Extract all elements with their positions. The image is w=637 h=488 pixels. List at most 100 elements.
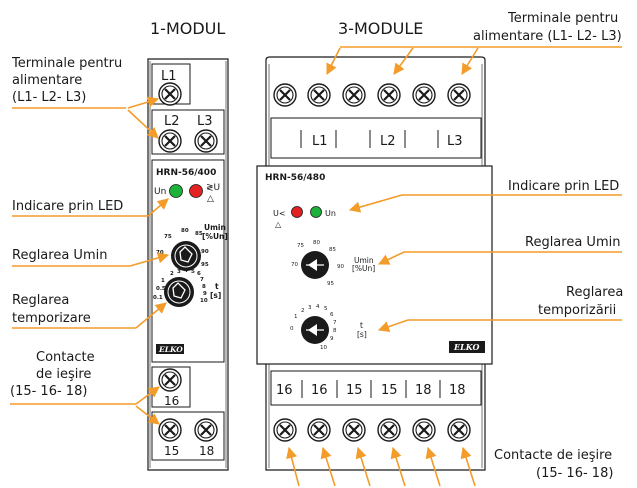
arrow-icon	[425, 446, 441, 487]
arrow-icon	[129, 252, 170, 267]
t-scale-label: 0	[290, 326, 294, 332]
device1-led-un: Un	[154, 187, 166, 197]
brand-logo	[156, 344, 184, 354]
arrow-icon	[377, 251, 405, 265]
device-1-modul: L1 L2 L3 HRN-56/400 Un ≷U △ Umin [%Un] 7…	[147, 58, 229, 471]
terminal-l2-label: L2	[164, 114, 180, 129]
arrow-icon	[461, 47, 479, 75]
terminal-16-label: 16	[164, 394, 179, 408]
arrow-icon	[147, 198, 169, 217]
umin-scale-label: 75	[164, 234, 172, 240]
left-led-label: Indicare prin LED	[12, 199, 123, 214]
umin-scale-label: 80	[313, 240, 320, 246]
terminal-18-label: 18	[449, 383, 466, 398]
led-green	[169, 184, 183, 198]
t-scale-label: 6	[197, 271, 201, 277]
screw-icon	[306, 417, 332, 443]
t-scale-label: 2	[301, 308, 305, 314]
screw-icon	[446, 82, 472, 108]
arrow-icon	[326, 47, 341, 76]
umin-scale-label: 85	[329, 247, 336, 253]
screw-icon	[341, 82, 367, 108]
led-red	[189, 184, 203, 198]
left-terminals-label: Terminale pentru	[11, 56, 122, 71]
device1-model: HRN-56/400	[156, 168, 216, 178]
device1-umin-unit: [%Un]	[202, 232, 228, 241]
arrow-icon	[377, 319, 409, 333]
terminal-15-label: 15	[346, 383, 363, 398]
umin-scale-label: 95	[327, 281, 334, 287]
screw-icon	[193, 417, 219, 443]
device1-led-u: ≷U	[206, 183, 220, 193]
right-led-label: Indicare prin LED	[508, 179, 619, 194]
t-scale-label: 3	[177, 269, 181, 275]
left-contacts-label: (15- 16- 18)	[10, 384, 87, 399]
left-callouts: Terminale pentru alimentare (L1- L2- L3)…	[10, 56, 170, 425]
left-terminals-label: (L1- L2- L3)	[12, 90, 86, 105]
left-contacts-label: Contacte	[36, 350, 95, 365]
t-scale-label: 7	[200, 277, 204, 283]
t-scale-label: 2	[170, 271, 174, 277]
t-scale-label: 1	[161, 278, 165, 284]
screw-icon	[157, 417, 183, 443]
terminal-18-label: 18	[415, 383, 432, 398]
screw-icon	[411, 417, 437, 443]
t-scale-label: 10	[200, 298, 208, 304]
device3-umin-unit: [%Un]	[352, 264, 375, 273]
t-scale-label: 4	[316, 304, 320, 310]
terminal-l3-label: L3	[447, 134, 463, 149]
t-scale-label: 5	[191, 269, 195, 275]
umin-scale-label: 75	[297, 243, 304, 249]
led-green	[310, 206, 322, 218]
left-delay-label: temporizare	[12, 311, 91, 326]
screw-icon	[376, 417, 402, 443]
umin-knob[interactable]	[170, 240, 202, 272]
t-scale-label: 5	[324, 306, 328, 312]
umin-scale-label: 90	[337, 264, 344, 270]
t-scale-label: 6	[330, 312, 334, 318]
arrow-icon	[286, 446, 300, 487]
device1-t-unit: [s]	[210, 291, 221, 300]
delay-knob[interactable]	[300, 315, 330, 345]
module3-title: 3-MODULE	[338, 19, 423, 38]
screw-icon	[157, 367, 183, 393]
brand-logo-text: ELKO	[158, 345, 183, 354]
right-contacts-label: Contacte de ieşire	[494, 448, 612, 463]
arrow-icon	[135, 405, 160, 425]
umin-scale-label: 70	[291, 262, 298, 268]
right-callouts: Terminale pentru alimentare (L1- L2- L3)…	[286, 11, 623, 487]
t-scale-label: 10	[320, 345, 327, 351]
device3-umin-label: Umin	[354, 256, 374, 265]
umin-scale-label: 95	[201, 262, 209, 268]
umin-scale-label: 80	[181, 228, 189, 234]
led-red	[291, 206, 303, 218]
arrow-icon	[348, 194, 403, 213]
t-scale-label: 9	[330, 336, 334, 342]
delay-knob[interactable]	[163, 276, 195, 308]
device3-led-un: Un	[325, 209, 336, 218]
umin-scale-label: 70	[156, 250, 164, 256]
arrow-icon	[393, 47, 414, 75]
terminal-16-label: 16	[276, 383, 293, 398]
t-scale-label: 8	[333, 328, 337, 334]
t-scale-label: 0.5	[156, 286, 166, 292]
screw-icon	[272, 82, 298, 108]
device1-umin-label: Umin	[204, 223, 226, 232]
t-scale-label: 0.1	[153, 295, 163, 301]
arrow-icon	[320, 446, 336, 487]
terminal-l1-label: L1	[161, 69, 177, 84]
terminal-l1-label: L1	[312, 134, 328, 149]
brand-logo-text: ELKO	[453, 342, 479, 352]
screw-icon	[157, 128, 183, 154]
module1-title: 1-MODUL	[150, 19, 225, 38]
screw-icon	[157, 81, 183, 107]
arrow-icon	[127, 96, 160, 109]
screw-icon	[341, 417, 367, 443]
right-terminals-label: Terminale pentru	[507, 11, 618, 26]
screw-icon	[306, 82, 332, 108]
umin-knob[interactable]	[300, 250, 330, 280]
arrow-icon	[390, 446, 406, 487]
terminal-16-label: 16	[311, 383, 328, 398]
umin-scale-label: 85	[195, 231, 203, 237]
